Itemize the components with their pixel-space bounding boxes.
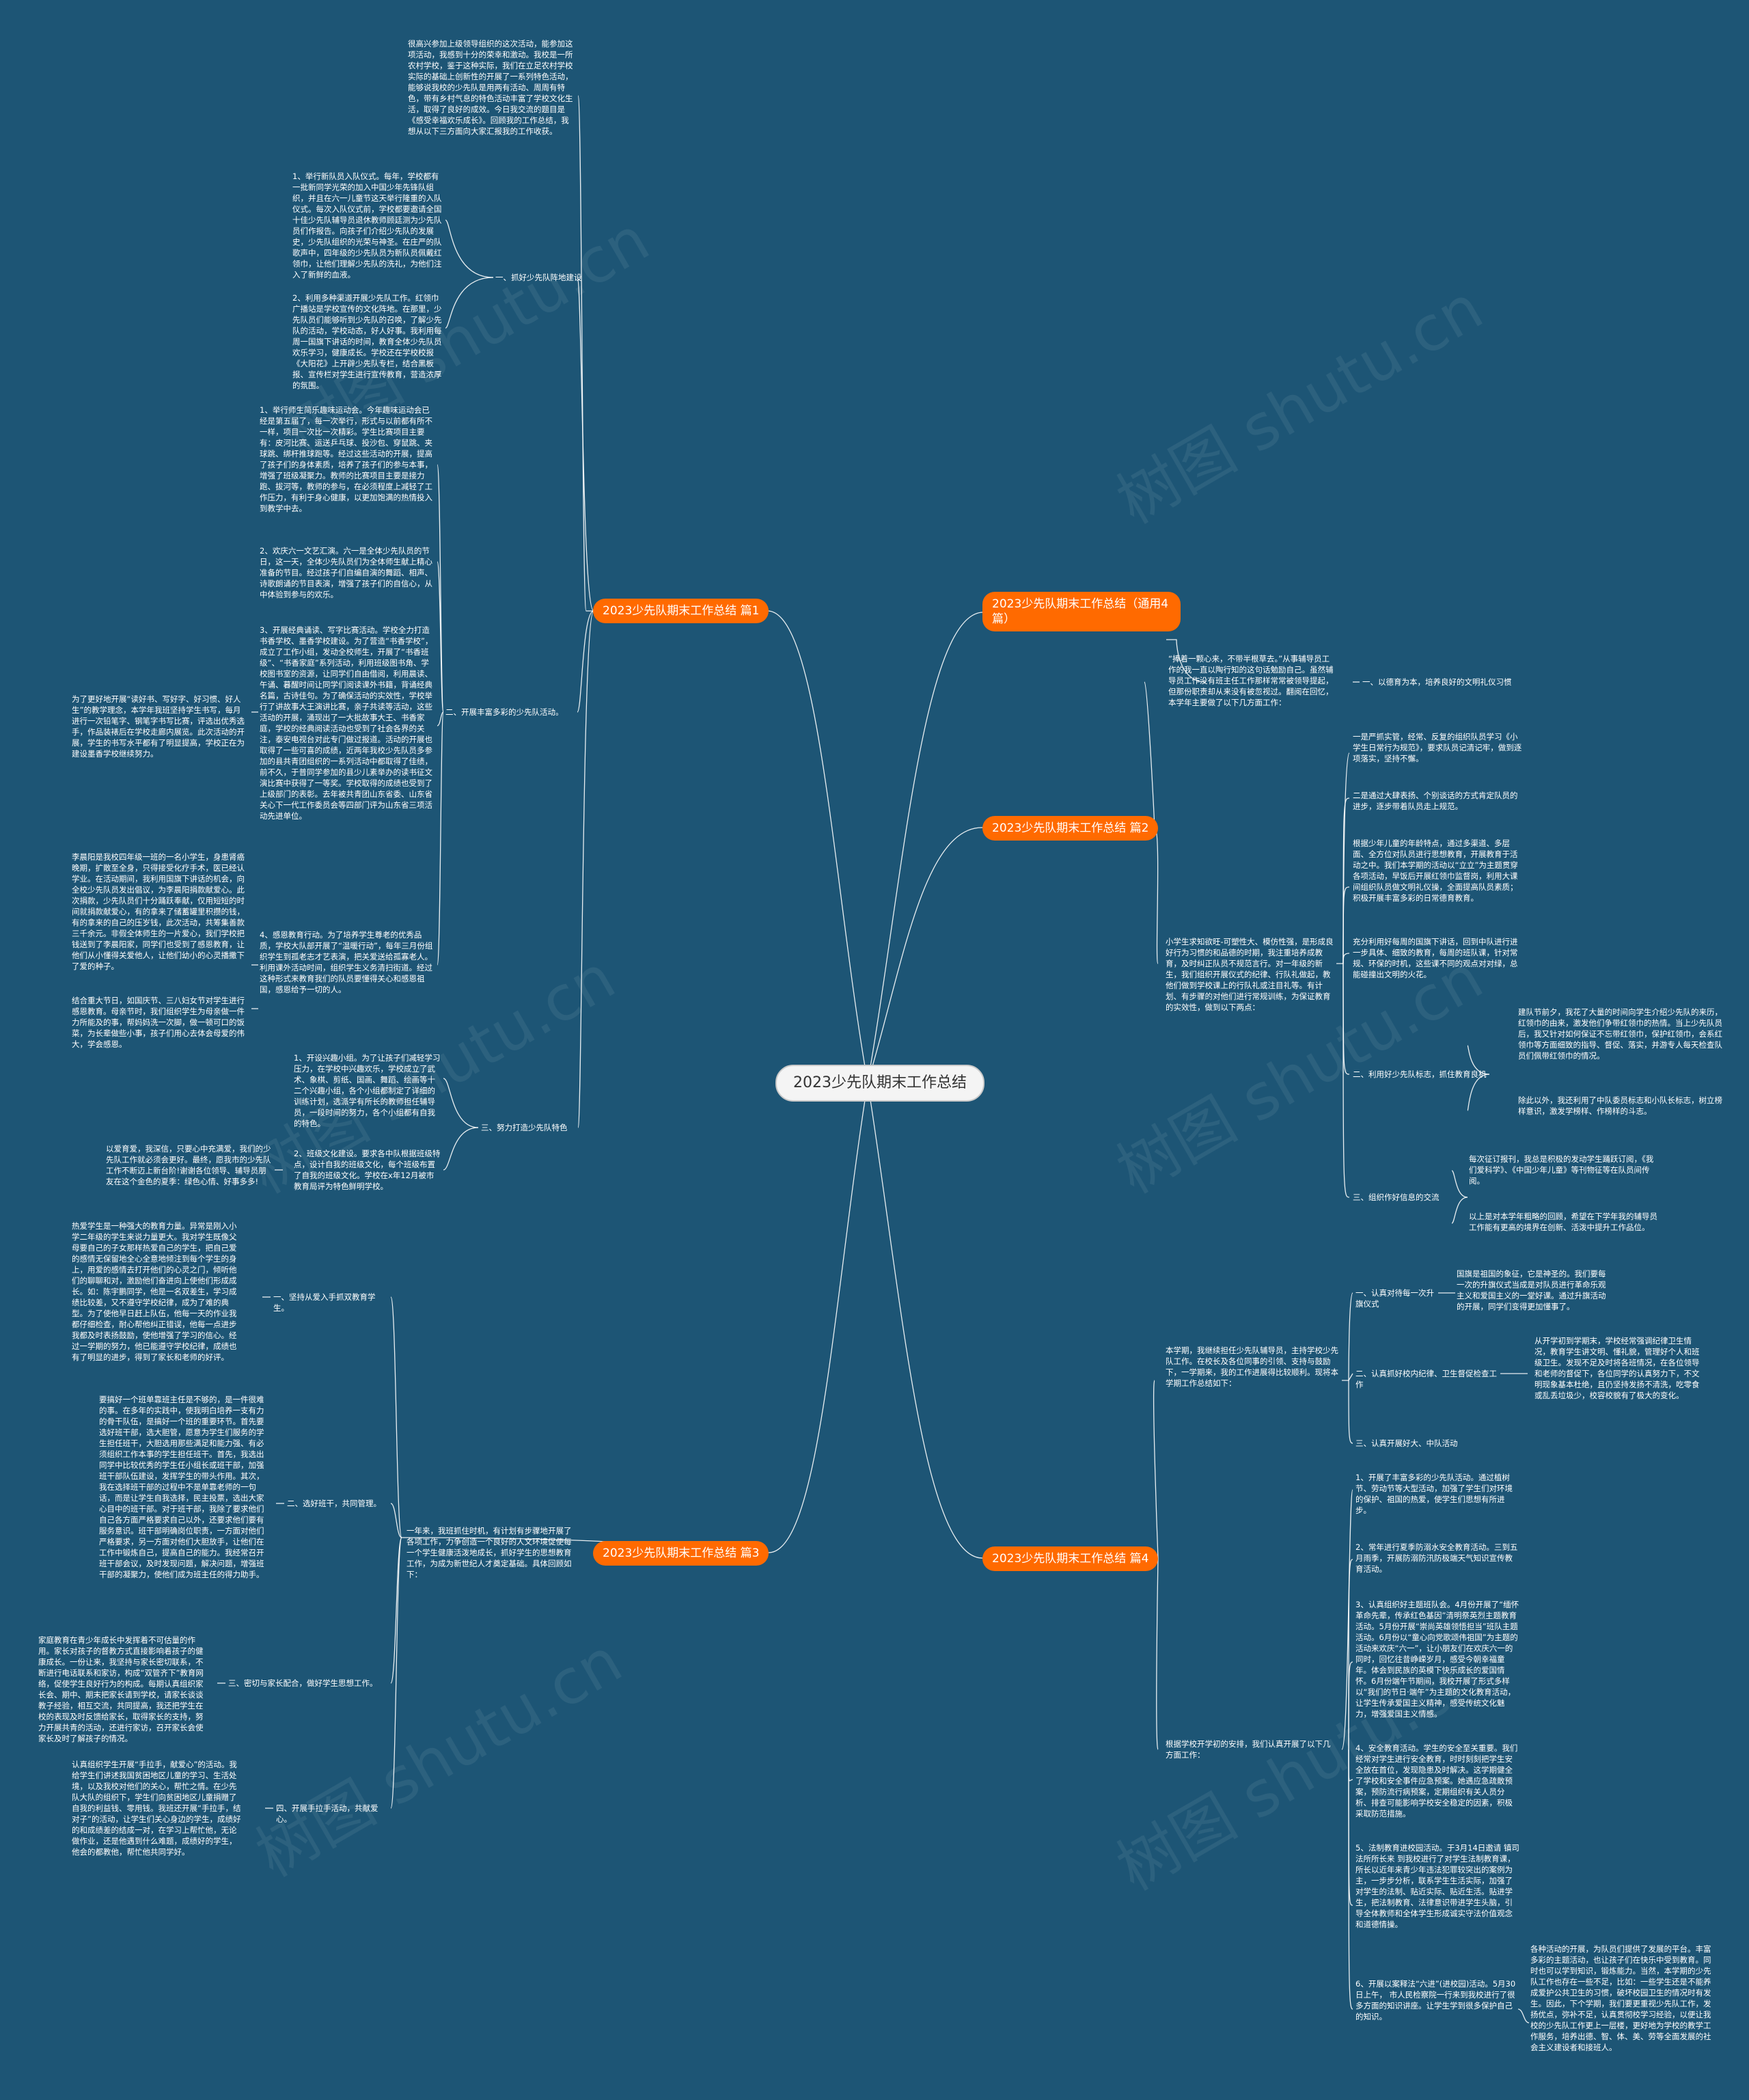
- branch-part-2[interactable]: 2023少先队期末工作总结 篇2: [982, 816, 1159, 841]
- part2-item: 建队节前夕，我花了大量的时间向学生介绍少先队的来历，红领巾的由来，激发他们争带红…: [1518, 1007, 1722, 1061]
- part1-note: 为了更好地开展“读好书、写好字、好习惯、好人生”的教学理念，本学年我班坚持学生书…: [72, 694, 245, 759]
- part2-item: 根据少年儿童的年龄特点，通过多渠道、多层面、全方位对队员进行思想教育，开展教育于…: [1353, 838, 1518, 903]
- part1-item: 2、欢庆六一文艺汇演。六一是全体少先队员的节日，这一天，全体少先队员们为全体师生…: [260, 546, 432, 599]
- part4-item: 6、开展以案释法“六进”(进校园)活动。5月30日上午， 市人民检察院一行来到我…: [1355, 1979, 1516, 2021]
- part3b-section-2: 二、选好班干，共同管理。: [287, 1499, 381, 1508]
- part4-intro: 根据学校开学初的安排，我们认真开展了以下几方面工作：: [1166, 1739, 1331, 1760]
- part3-intro: 本学期，我继续担任少先队辅导员，主持学校少先队工作。在校长及各位同事的引领、支持…: [1166, 1346, 1338, 1388]
- part2-section-1: 一、以德育为本，培养良好的文明礼仪习惯: [1362, 677, 1512, 687]
- part3b-item: 热爱学生是一种强大的教育力量。异常是刚入小学二年级的学生来说力量更大。我对学生既…: [72, 1221, 237, 1362]
- part3-section-3: 三、认真开展好大、中队活动: [1355, 1438, 1458, 1448]
- part1-section-3: 三、努力打造少先队特色: [481, 1123, 568, 1132]
- part3b-section-4: 四、开展手拉手活动，共献爱心。: [276, 1803, 378, 1824]
- part2-intro: “捧着一颗心来，不带半根草去。”从事辅导员工作的我一直以陶行知的这句话勉励自己。…: [1168, 654, 1334, 707]
- part4-item: 3、认真组织好主题班队会。4月份开展了“缅怀革命先辈，传承红色基因”清明祭英烈主…: [1355, 1600, 1519, 1719]
- part1-section-1: 一、抓好少先队阵地建设: [495, 273, 582, 282]
- part1-item: 2、班级文化建设。要求各中队根据班级特点，设计自我的班级文化，每个班级布置了自我…: [294, 1149, 441, 1191]
- part4-item: 2、常年进行夏季防溺水安全教育活动。三到五月雨季，开展防溺防汛防极端天气知识宣传…: [1355, 1542, 1518, 1574]
- part3-section-2: 二、认真抓好校内纪律、卫生督促检查工作: [1355, 1369, 1497, 1389]
- part1-note: 以爱育爱，我深信，只要心中充满爱，我们的少先队工作就必须会更好。最终，愿我市的少…: [106, 1144, 271, 1186]
- part3b-item: 要搞好一个班单靠班主任是不够的，是一件很难的事。在多年的实践中，使我明白培养一支…: [99, 1395, 264, 1579]
- part1-item: 2、利用多种渠道开展少先队工作。红领巾广播站是学校宣传的文化阵地。在那里，少先队…: [292, 293, 442, 390]
- part4-item: 1、开展了丰富多彩的少先队活动。通过植树节、劳动节等大型活动，加强了学生们对环境…: [1355, 1473, 1513, 1515]
- part3-section-1: 一、认真对待每一次升旗仪式: [1355, 1288, 1434, 1309]
- part4-note: 各种活动的开展，为队员们提供了发展的平台。丰富多彩的主题活动，也让孩子们在快乐中…: [1530, 1944, 1711, 2052]
- branch-overview[interactable]: 2023少先队期末工作总结（通用4篇）: [982, 592, 1181, 631]
- part3-item: 从开学初到学期末，学校经常强调纪律卫生情况，教育学生讲文明、懂礼貌，管理好个人和…: [1534, 1336, 1700, 1400]
- part2-item: 二是通过大肆表扬、个别谈话的方式肯定队员的进步，逐步带着队员走上规范。: [1353, 791, 1518, 811]
- part2-section-2: 二、利用好少先队标志，抓住教育良机: [1353, 1069, 1487, 1079]
- part1-item: 1、举行师生简乐趣味运动会。今年趣味运动会已经是第五届了，每一次举行，形式与以前…: [260, 405, 432, 513]
- part3b-section-3: 三、密切与家长配合，做好学生思想工作。: [228, 1678, 378, 1688]
- part2-section-3: 三、组织作好信息的交流: [1353, 1192, 1440, 1202]
- part3b-item: 认真组织学生开展“手拉手，献爱心”的活动。我给学生们讲述我国贫困地区儿童的学习、…: [72, 1760, 241, 1857]
- part2-item: 充分利用好每周的国旗下讲话，回到中队进行进一步具体、细致的教育，每周的班队课，针…: [1353, 937, 1518, 979]
- tree-lines: [217, 95, 1530, 2023]
- part1-item: 3、开展经典诵读、写字比赛活动。学校全力打造书香学校、墨香学校建设。为了营造“书…: [260, 625, 433, 821]
- part3b-section-1: 一、坚持从爱入手抓双教育学生。: [273, 1292, 376, 1313]
- part3b-item: 家庭教育在青少年成长中发挥着不可估量的作用。家长对孩子的督教方式直接影响着孩子的…: [38, 1635, 204, 1743]
- root-topic[interactable]: 2023少先队期末工作总结: [775, 1065, 984, 1102]
- part1-section-2: 二、开展丰富多彩的少先队活动。: [445, 707, 564, 717]
- part2-item: 以上是对本学年粗略的回顾，希望在下学年我的辅导员工作能有更高的境界在创新、活泼中…: [1469, 1212, 1657, 1232]
- part4-item: 4、安全教育活动。学生的安全至关重要。我们经常对学生进行安全教育，时时刻刻把学生…: [1355, 1743, 1518, 1818]
- part4-item: 5、法制教育进校园活动。于3月14日邀请 镇司法所所长来 到我校进行了对学生法制…: [1355, 1843, 1519, 1929]
- part1-item: 4、感恩教育行动。为了培养学生尊老的优秀品质，学校大队部开展了“温暖行动”，每年…: [260, 930, 433, 994]
- part1-note: 李晨阳是我校四年级一班的一名小学生，身患肾癌晚期，扩散至全身，只得接受化疗手术，…: [72, 852, 245, 971]
- part1-item: 1、开设兴趣小组。为了让孩子们减轻学习压力，在学校中兴趣欢乐，学校成立了武术、象…: [294, 1053, 441, 1128]
- part3b-intro: 一年来，我班抓住时机，有计划有步骤地开展了各项工作，力争创造一个良好的人文环境促…: [407, 1526, 572, 1579]
- part2-item: 除此以外，我还利用了中队委员标志和小队长标志，树立榜样意识，激发学榜样、作榜样的…: [1518, 1095, 1722, 1116]
- branch-part-4[interactable]: 2023少先队期末工作总结 篇4: [982, 1546, 1159, 1571]
- part3-item: 国旗是祖国的象征，它是神圣的。我们要每一次的升旗仪式当成是对队员进行革命乐观主义…: [1457, 1269, 1606, 1311]
- part2-body: 小学生求知欲旺-可塑性大、模仿性强，是形成良好行为习惯的和品德的时期，我注重培养…: [1166, 937, 1334, 1012]
- branch-part-1[interactable]: 2023少先队期末工作总结 篇1: [593, 599, 769, 623]
- branch-part-3[interactable]: 2023少先队期末工作总结 篇3: [593, 1541, 769, 1566]
- part2-item: 一是严抓实管，经常、反复的组织队员学习《小学生日常行为规范》，要求队员记清记牢，…: [1353, 732, 1522, 763]
- part1-intro: 很高兴参加上级领导组织的这次活动，能参加这项活动，我感到十分的荣幸和激动。我校是…: [408, 39, 573, 136]
- part1-item: 1、举行新队员入队仪式。每年，学校都有一批新同学光荣的加入中国少年先锋队组织，并…: [292, 172, 442, 279]
- part2-item: 每次征订报刊，我总是积极的发动学生踊跃订阅，《我们爱科学》、《中国少年儿童》等刊…: [1469, 1154, 1654, 1186]
- part1-note: 结合重大节日，如国庆节、三八妇女节对学生进行感恩教育。母亲节时，我们组织学生为母…: [72, 996, 245, 1049]
